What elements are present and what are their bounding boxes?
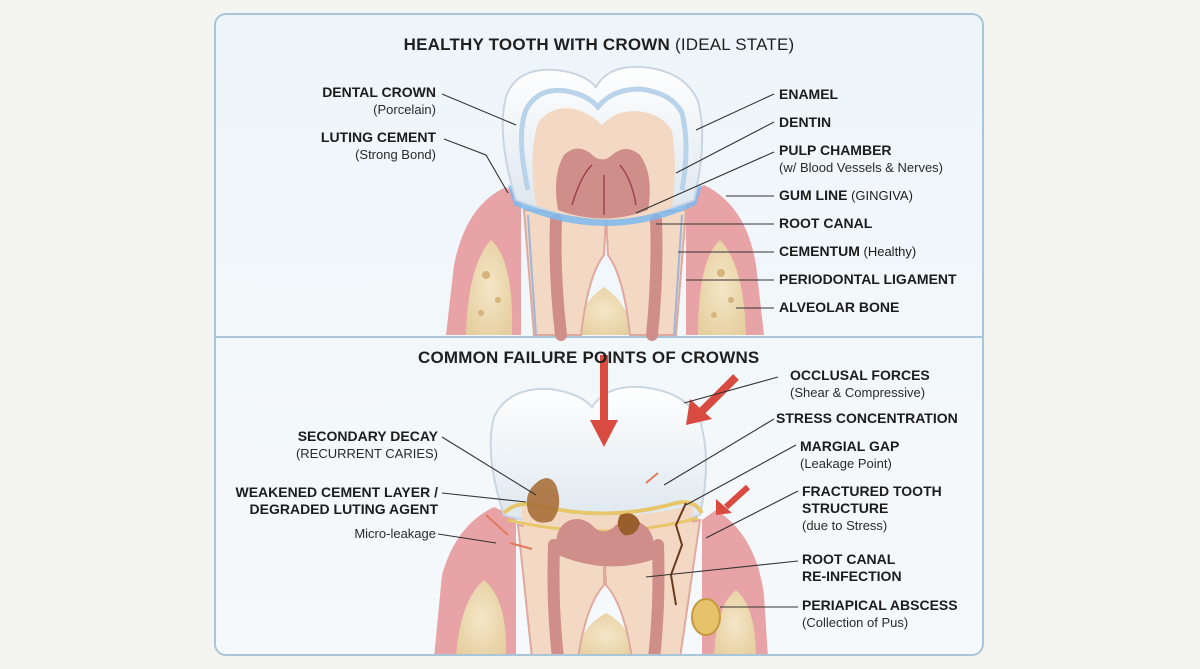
label-dentin: DENTIN — [779, 114, 832, 130]
decay-2 — [617, 513, 640, 536]
panel-divider — [216, 336, 982, 338]
top-leader-lines — [441, 93, 775, 309]
label-periodontal-ligament: PERIODONTAL LIGAMENT — [779, 271, 957, 287]
label-periapical-abscess: PERIAPICAL ABSCESS (Collection of Pus) — [802, 597, 958, 630]
bone-mid — [576, 287, 632, 335]
label-weakened-cement: WEAKENED CEMENT LAYER / DEGRADED LUTING … — [235, 484, 438, 517]
bottom-panel-title: COMMON FAILURE POINTS OF CROWNS — [418, 348, 760, 367]
bone-left — [466, 240, 513, 335]
label-cementum: CEMENTUM (Healthy) — [779, 243, 917, 259]
bone-right — [698, 240, 746, 335]
diagram-frame: HEALTHY TOOTH WITH CROWN (IDEAL STATE) D… — [214, 13, 984, 656]
shear-force-arrow — [697, 374, 739, 416]
root-right — [604, 208, 688, 336]
root-canal-right — [646, 214, 663, 341]
bottom-leader-lines — [437, 376, 799, 608]
fracture-line — [669, 502, 687, 606]
pulp-chamber — [556, 148, 650, 219]
label-secondary-decay: SECONDARY DECAY (RECURRENT CARIES) — [295, 428, 438, 461]
label-occlusal-forces: OCCLUSAL FORCES (Shear & Compressive) — [790, 367, 930, 400]
luting-cement-band — [508, 185, 702, 226]
label-root-canal: ROOT CANAL — [779, 215, 873, 231]
label-alveolar-bone: ALVEOLAR BONE — [779, 299, 900, 315]
top-panel-title: HEALTHY TOOTH WITH CROWN (IDEAL STATE) — [403, 35, 795, 54]
bone-mid-b — [576, 613, 636, 654]
label-dental-crown: DENTAL CROWN (Porcelain) — [322, 84, 436, 117]
label-stress-concentration: STRESS CONCENTRATION — [776, 410, 958, 426]
label-enamel: ENAMEL — [779, 86, 839, 102]
periapical-abscess — [691, 598, 721, 636]
failing-tooth — [434, 355, 768, 654]
label-fractured-tooth: FRACTURED TOOTH STRUCTURE (due to Stress… — [802, 483, 942, 533]
label-marginal-gap: MARGIAL GAP (Leakage Point) — [800, 438, 900, 471]
bone-right-b — [714, 590, 756, 654]
label-luting-cement: LUTING CEMENT (Strong Bond) — [320, 129, 436, 162]
label-gum-line: GUM LINE (GINGIVA) — [779, 187, 913, 203]
label-pulp-chamber: PULP CHAMBER (w/ Blood Vessels & Nerves) — [779, 142, 944, 175]
healthy-tooth — [446, 65, 764, 341]
root-canal-left — [549, 214, 567, 341]
tooth-illustrations — [434, 65, 799, 654]
bone-left-b — [456, 580, 507, 654]
label-root-canal-reinfection: ROOT CANAL RE-INFECTION — [802, 551, 902, 584]
secondary-decay — [526, 478, 560, 523]
root-left — [522, 208, 608, 336]
label-micro-leakage: Micro-leakage — [354, 526, 436, 541]
